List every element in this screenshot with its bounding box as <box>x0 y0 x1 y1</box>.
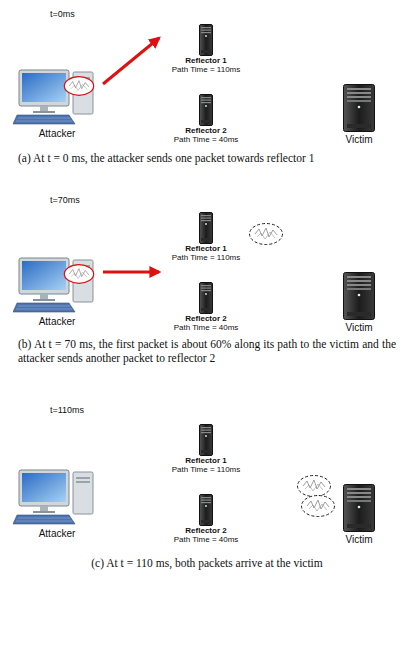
node-name: Reflector 2 <box>161 126 251 135</box>
path-time: Path Time = 110ms <box>161 65 251 74</box>
srv-icon <box>199 494 213 526</box>
node-name: Reflector 1 <box>161 56 251 65</box>
victim-server: Victim <box>333 84 385 146</box>
packet <box>250 224 283 245</box>
reflector-server: Reflector 1Path Time = 110ms <box>161 424 251 474</box>
attacker-computer: Attacker <box>12 256 102 328</box>
victim-server: Victim <box>333 272 385 334</box>
time-stamp: t=70ms <box>50 195 80 205</box>
srv-icon <box>199 212 213 244</box>
node-name: Reflector 1 <box>161 244 251 253</box>
node-name: Attacker <box>12 316 102 328</box>
reflector-server: Reflector 2Path Time = 40ms <box>161 94 251 144</box>
reflector-server: Reflector 1Path Time = 110ms <box>161 212 251 262</box>
panel-caption: (a) At t = 0 ms, the attacker sends one … <box>18 151 396 165</box>
srv-icon <box>199 94 213 126</box>
packet <box>302 496 335 517</box>
attacker-computer: Attacker <box>12 468 102 540</box>
time-stamp: t=110ms <box>50 405 84 415</box>
node-name: Attacker <box>12 528 102 540</box>
reflector-server: Reflector 2Path Time = 40ms <box>161 282 251 332</box>
victim-server: Victim <box>333 484 385 546</box>
panel-caption: (c) At t = 110 ms, both packets arrive a… <box>18 556 396 570</box>
panel-caption: (b) At t = 70 ms, the first packet is ab… <box>18 337 396 365</box>
outgoing-packet <box>64 265 93 284</box>
srv-icon <box>199 424 213 456</box>
node-name: Attacker <box>12 128 102 140</box>
path-time: Path Time = 110ms <box>161 465 251 474</box>
path-time: Path Time = 40ms <box>161 323 251 332</box>
node-name: Victim <box>333 534 385 546</box>
node-name: Reflector 1 <box>161 456 251 465</box>
node-name: Reflector 2 <box>161 314 251 323</box>
node-name: Reflector 2 <box>161 526 251 535</box>
node-name: Victim <box>333 322 385 334</box>
packet <box>298 476 331 497</box>
packet-arrow <box>103 271 159 274</box>
outgoing-packet <box>64 77 93 96</box>
path-time: Path Time = 40ms <box>161 135 251 144</box>
attacker-computer: Attacker <box>12 68 102 140</box>
victim-icon <box>343 484 375 532</box>
reflector-server: Reflector 2Path Time = 40ms <box>161 494 251 544</box>
time-stamp: t=0ms <box>50 9 75 19</box>
path-time: Path Time = 110ms <box>161 253 251 262</box>
pc-icon <box>13 256 101 314</box>
pc-icon <box>13 468 101 526</box>
victim-icon <box>343 272 375 320</box>
pc-icon <box>13 68 101 126</box>
packet-arrow <box>103 38 159 84</box>
path-time: Path Time = 40ms <box>161 535 251 544</box>
victim-icon <box>343 84 375 132</box>
reflector-server: Reflector 1Path Time = 110ms <box>161 24 251 74</box>
srv-icon <box>199 24 213 56</box>
srv-icon <box>199 282 213 314</box>
node-name: Victim <box>333 134 385 146</box>
